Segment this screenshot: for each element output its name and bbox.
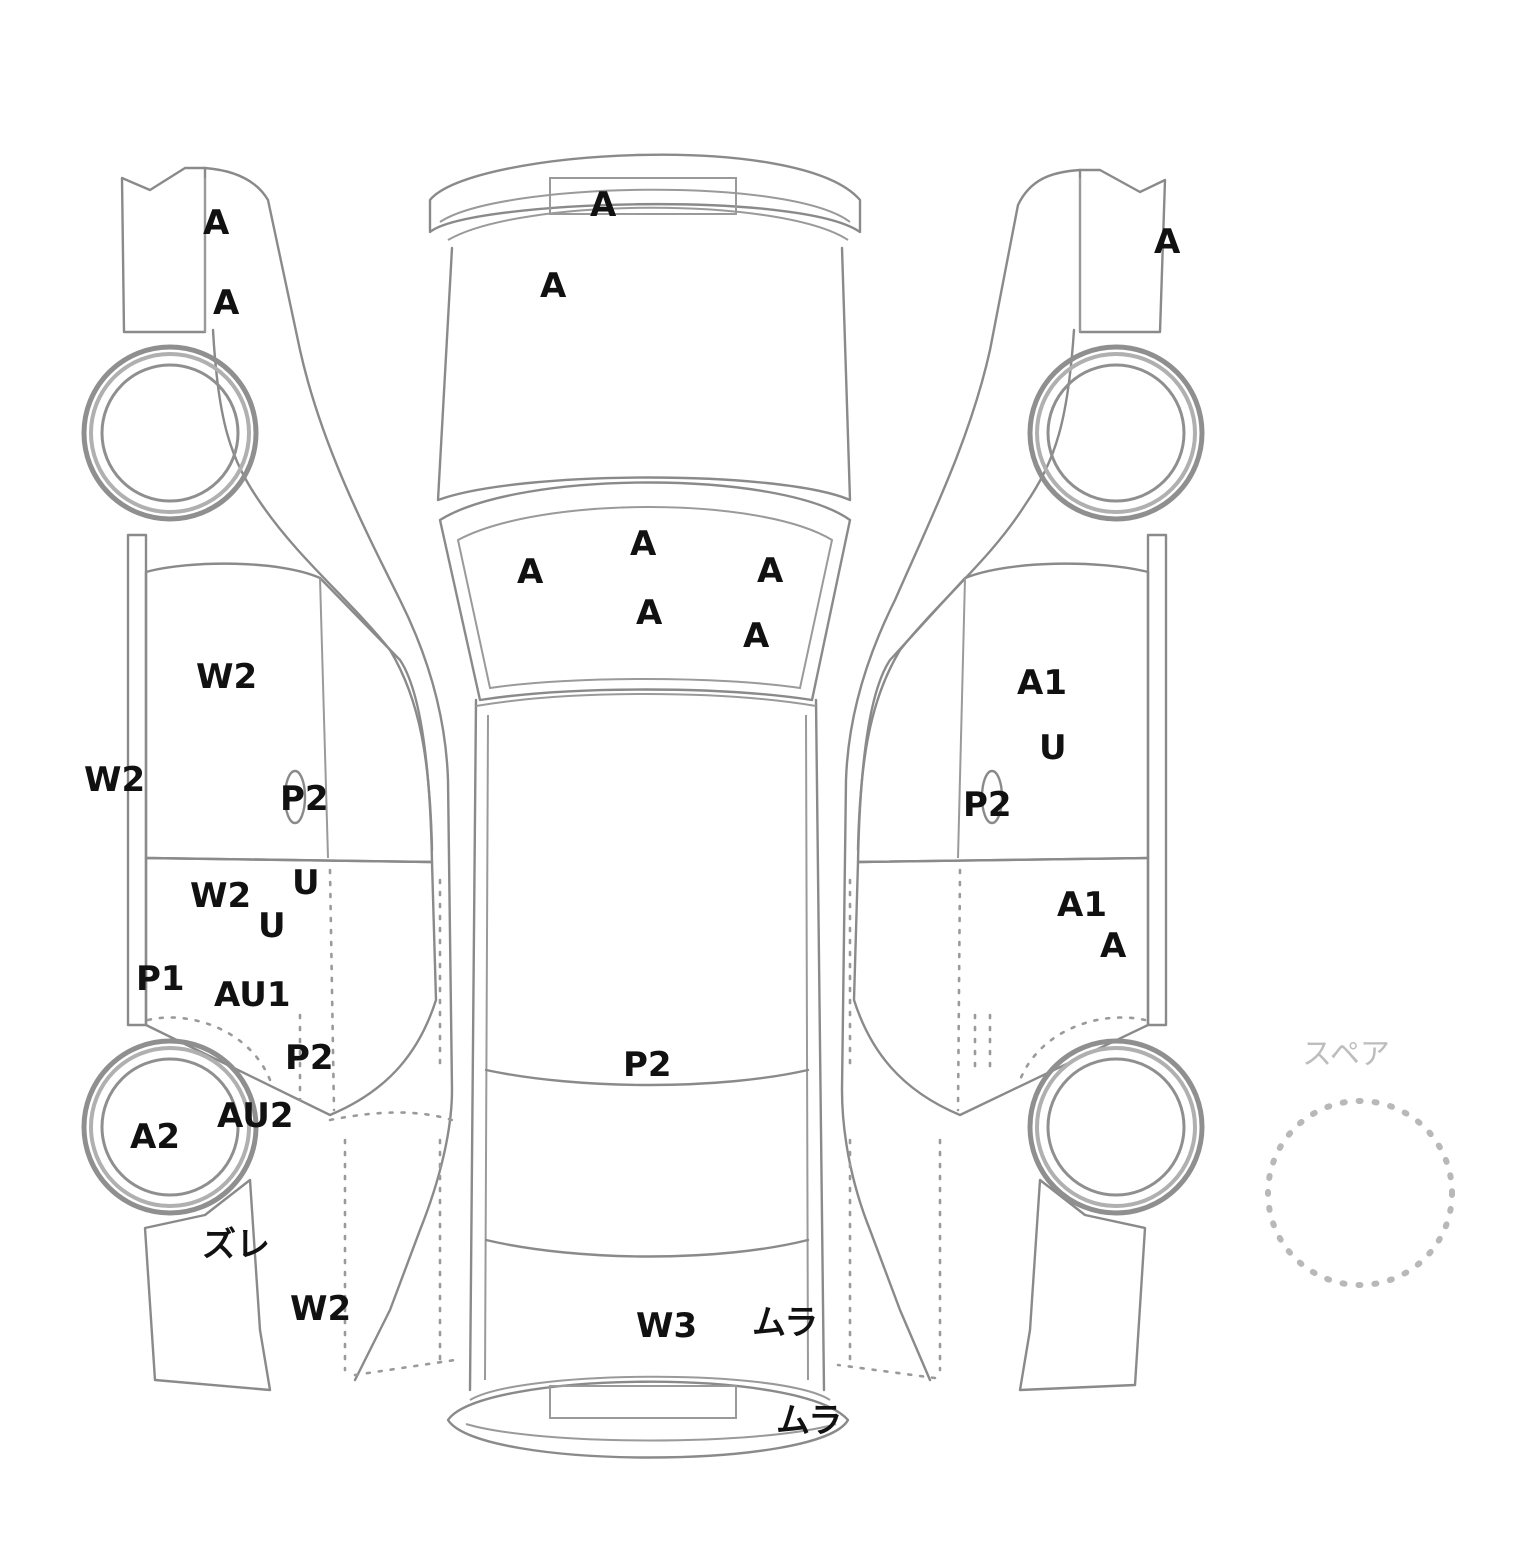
top-trunk-line xyxy=(484,1238,810,1258)
right-front-bumper-outline xyxy=(1078,168,1167,334)
right-b-pillar xyxy=(957,577,966,859)
right-rear-bumper-outline xyxy=(1018,1178,1147,1392)
left-b-pillar xyxy=(319,577,329,859)
left-body-outline-outer xyxy=(203,166,454,1382)
left-rear-wheel xyxy=(81,1038,259,1216)
mark-left-rear-p1: P1 xyxy=(136,959,185,999)
left-rear-dotted-3 xyxy=(343,1138,457,1377)
top-front-plate xyxy=(549,177,737,215)
mark-left-quarter-p2: P2 xyxy=(285,1038,334,1078)
left-rear-dotted-2 xyxy=(146,1013,454,1122)
top-front-bumper-outer xyxy=(428,153,862,234)
right-rear-door xyxy=(852,856,1150,1117)
mark-right-fender-a: A xyxy=(1154,222,1181,262)
spare-tire: スペア xyxy=(1265,1037,1455,1288)
mark-top-rear-bumper-mura: ムラ xyxy=(776,1401,842,1441)
left-front-wheel xyxy=(81,344,259,522)
top-windshield-outer xyxy=(438,481,852,702)
mark-left-rocker-w2: W2 xyxy=(84,760,145,800)
top-cabin-inner xyxy=(484,714,809,1381)
mark-right-front-door-a1: A1 xyxy=(1017,663,1067,703)
right-door-handle xyxy=(980,769,1004,825)
top-rear-plate xyxy=(549,1385,737,1419)
mark-left-bumper-zure: ズレ xyxy=(202,1225,270,1265)
mark-right-rear-door-a1: A1 xyxy=(1057,885,1107,925)
mark-left-quarter-au2: AU2 xyxy=(217,1096,294,1136)
spare-tire-dotted-circle xyxy=(1265,1098,1455,1288)
top-cabin xyxy=(468,698,826,1392)
right-rear-wheel xyxy=(1027,1038,1205,1216)
mark-top-windshield-a-5: A xyxy=(743,616,770,656)
mark-left-handle-p2: P2 xyxy=(280,779,329,819)
left-side-view xyxy=(81,166,457,1392)
top-rear-bumper-band xyxy=(465,1375,837,1442)
mark-top-front-bumper-a: A xyxy=(590,185,617,225)
mark-right-front-door-u: U xyxy=(1039,728,1067,768)
mark-left-fender-a-1: A xyxy=(203,203,230,243)
left-front-door xyxy=(144,562,434,864)
right-rear-dotted-3 xyxy=(836,1138,942,1380)
top-view xyxy=(428,153,862,1459)
mark-top-trunk-mura: ムラ xyxy=(752,1303,818,1343)
mark-left-bumper-w2: W2 xyxy=(290,1289,351,1329)
top-windshield-inner xyxy=(456,506,834,690)
right-front-door xyxy=(856,562,1150,864)
mark-top-windshield-a-3: A xyxy=(757,551,784,591)
right-rear-dotted-1 xyxy=(848,868,962,1112)
top-front-bumper-band xyxy=(439,188,851,241)
right-side-view xyxy=(836,168,1205,1392)
mark-right-handle-p2: P2 xyxy=(963,785,1012,825)
right-rocker-strip xyxy=(1146,533,1168,1027)
left-door-handle xyxy=(283,769,307,825)
mark-left-rear-door-u-1: U xyxy=(292,863,320,903)
right-front-wheel xyxy=(1027,344,1205,522)
left-rear-door xyxy=(144,856,438,1117)
top-hood xyxy=(436,246,852,502)
left-rear-bumper-outline xyxy=(143,1178,272,1392)
left-front-bumper-outline xyxy=(120,166,207,334)
mark-top-trunk-w3: W3 xyxy=(636,1306,697,1346)
right-body-outline-outer xyxy=(840,168,1082,1382)
mark-top-windshield-a-4: A xyxy=(636,593,663,633)
mark-top-roof-p2: P2 xyxy=(623,1045,672,1085)
right-rear-dotted-2 xyxy=(973,1013,1147,1082)
top-rear-bumper-outer xyxy=(446,1380,850,1459)
top-rear-window-line xyxy=(484,1068,810,1087)
mark-top-windshield-a-2: A xyxy=(517,552,544,592)
damage-marks: A A W2 W2 P2 W2 U U P1 AU1 P2 A2 AU2 ズレ … xyxy=(84,185,1181,1441)
mark-top-hood-a: A xyxy=(540,266,567,306)
mark-left-fender-a-2: A xyxy=(213,283,240,323)
mark-left-rear-door-u-2: U xyxy=(258,906,286,946)
left-body-outline-inner xyxy=(211,328,434,852)
mark-top-windshield-a-1: A xyxy=(630,524,657,564)
mark-left-rear-au1: AU1 xyxy=(214,975,291,1015)
mark-right-rear-door-a: A xyxy=(1100,926,1127,966)
mark-left-wheel-a2: A2 xyxy=(130,1117,180,1157)
mark-left-rear-door-w2: W2 xyxy=(190,876,251,916)
spare-label: スペア xyxy=(1302,1037,1390,1072)
mark-left-front-door-w2: W2 xyxy=(196,657,257,697)
top-roof-top-edge xyxy=(475,693,817,707)
left-rear-dotted-1 xyxy=(328,868,442,1112)
